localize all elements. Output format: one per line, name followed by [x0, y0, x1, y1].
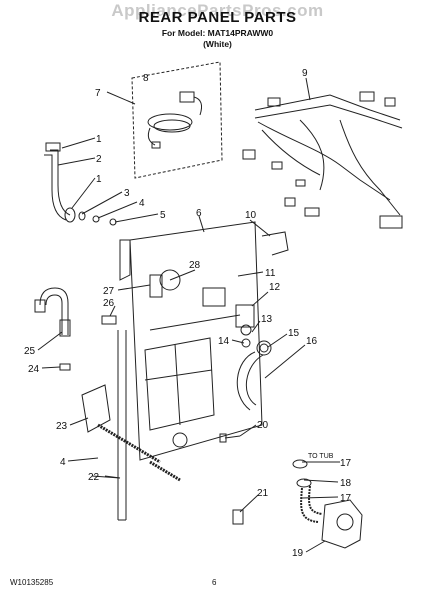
callout-3: 3 [124, 188, 130, 199]
callout-14: 14 [218, 336, 230, 347]
drain-hose [300, 487, 319, 523]
callout-11: 11 [265, 268, 276, 279]
wire-harness [254, 94, 401, 121]
hook-hose [39, 287, 69, 335]
callout-8: 8 [143, 73, 149, 84]
corner-bracket [81, 384, 111, 433]
callout-26: 26 [103, 298, 115, 309]
callout-13: 13 [261, 314, 273, 325]
clip [59, 363, 71, 371]
to-tub-label: TO TUB [308, 453, 334, 460]
model-line: For Model: MAT14PRAWW0 [161, 28, 274, 38]
callout-27: 27 [103, 286, 115, 297]
document-code: W10135285 [10, 578, 54, 587]
page-title: REAR PANEL PARTS [138, 9, 297, 26]
drain-pump [321, 499, 363, 549]
model-subtitle: For Model: MAT14PRAWW0 (White) [0, 28, 435, 50]
callout-15: 15 [288, 328, 300, 339]
callout-16: 16 [306, 336, 318, 347]
color-line: (White) [203, 39, 232, 49]
callout-24: 24 [28, 364, 40, 375]
clamp [232, 509, 244, 525]
callout-17b: 17 [340, 493, 352, 504]
callout-21: 21 [257, 488, 269, 499]
hose [236, 351, 256, 411]
inlet-fitting [50, 149, 71, 216]
callout-25: 25 [24, 346, 36, 357]
callout-4b: 4 [60, 457, 66, 468]
callout-1a: 1 [96, 134, 102, 145]
callout-20: 20 [257, 420, 269, 431]
callout-23: 23 [56, 421, 68, 432]
wire-kit-box [131, 61, 223, 179]
callout-2: 2 [96, 154, 102, 165]
callout-19: 19 [292, 548, 304, 559]
watermark: AppliancePartsPros.com [111, 1, 324, 20]
callout-10: 10 [245, 210, 257, 221]
water-valve [235, 304, 255, 328]
callout-17a: 17 [340, 458, 352, 469]
callout-12: 12 [269, 282, 281, 293]
bracket [261, 231, 289, 256]
callout-7: 7 [95, 88, 101, 99]
spring [97, 423, 161, 464]
callout-5: 5 [160, 210, 166, 221]
rear-panel [129, 221, 263, 461]
wire-coil [147, 113, 193, 131]
callout-6: 6 [196, 208, 202, 219]
page-number: 6 [212, 578, 217, 587]
callout-28: 28 [189, 260, 201, 271]
callout-4a: 4 [139, 198, 145, 209]
callout-1b: 1 [96, 174, 102, 185]
callout-18: 18 [340, 478, 352, 489]
callout-9: 9 [302, 68, 308, 79]
callout-22: 22 [88, 472, 100, 483]
